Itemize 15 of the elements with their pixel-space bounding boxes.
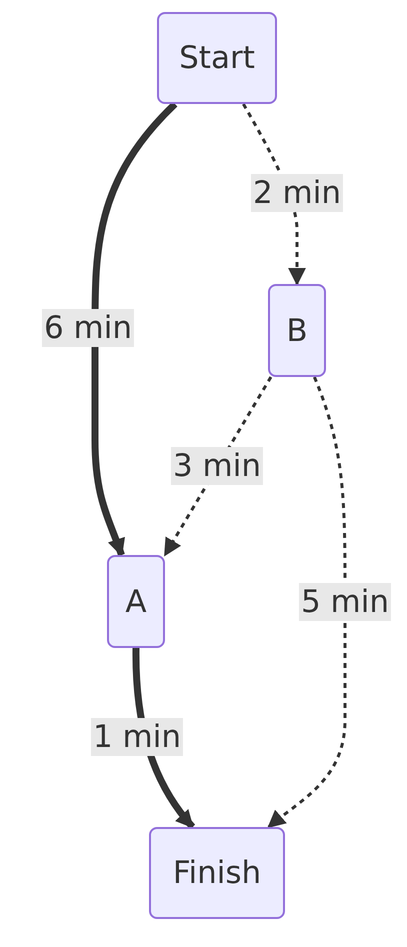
edge-label: 5 min bbox=[298, 583, 392, 621]
node-label: B bbox=[286, 312, 308, 348]
node-label: A bbox=[125, 584, 147, 620]
process-box bbox=[107, 555, 165, 648]
edge-label: 6 min bbox=[42, 309, 134, 347]
edge-label: 2 min bbox=[250, 174, 344, 212]
edge-label: 1 min bbox=[90, 718, 184, 756]
edge-label: 3 min bbox=[170, 447, 264, 485]
process-box bbox=[157, 12, 277, 104]
arrow bbox=[267, 376, 346, 828]
process-box bbox=[268, 284, 326, 377]
arrow bbox=[92, 102, 178, 557]
node-label: Finish bbox=[172, 855, 262, 891]
node-label: Start bbox=[179, 40, 255, 76]
process-box bbox=[149, 827, 285, 919]
